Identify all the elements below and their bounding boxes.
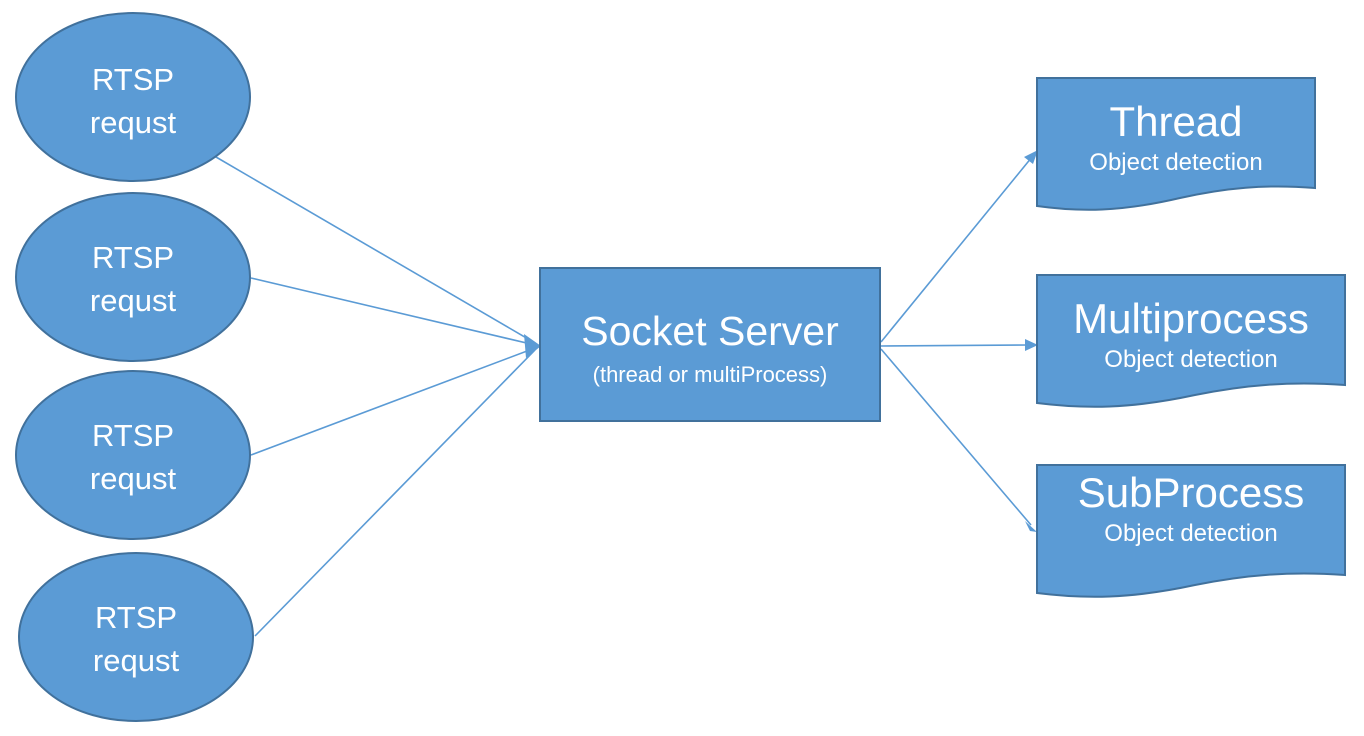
worker-node-subprocess: SubProcess Object detection	[1036, 464, 1346, 598]
connector-server-to-thread	[880, 156, 1033, 343]
connector-source-3-to-server	[250, 347, 536, 456]
connector-source-1-to-server	[215, 156, 536, 344]
socket-server-node: Socket Server (thread or multiProcess)	[539, 267, 881, 422]
source-label-line2: requst	[90, 105, 177, 140]
worker-node-thread: Thread Object detection	[1036, 77, 1316, 211]
connector-server-to-multiprocess	[880, 344, 1031, 347]
source-label-line1: RTSP	[92, 62, 174, 97]
source-label-line1: RTSP	[92, 240, 174, 275]
worker-subtitle: Object detection	[1104, 346, 1277, 373]
source-label-line2: requst	[90, 283, 177, 318]
arrow-head-into-server	[524, 334, 541, 358]
rtsp-source-node: RTSP requst	[15, 370, 251, 540]
arrow-head-thread	[1024, 150, 1038, 164]
rtsp-source-node: RTSP requst	[18, 552, 254, 722]
source-label-line2: requst	[93, 643, 180, 678]
connector-source-4-to-server	[254, 349, 536, 637]
worker-title: Thread	[1109, 98, 1242, 145]
source-label-line1: RTSP	[95, 600, 177, 635]
server-subtitle: (thread or multiProcess)	[593, 362, 828, 387]
worker-title: SubProcess	[1078, 469, 1304, 516]
worker-title: Multiprocess	[1073, 295, 1309, 342]
worker-subtitle: Object detection	[1089, 149, 1262, 176]
worker-subtitle: Object detection	[1104, 520, 1277, 547]
rtsp-source-node: RTSP requst	[15, 12, 251, 182]
server-title: Socket Server	[581, 308, 839, 354]
worker-node-multiprocess: Multiprocess Object detection	[1036, 274, 1346, 408]
arrow-head-multiprocess	[1025, 339, 1038, 351]
connector-source-2-to-server	[250, 277, 536, 346]
connector-server-to-subprocess	[880, 348, 1032, 526]
source-label-line2: requst	[90, 461, 177, 496]
arrow-head-subprocess	[1025, 521, 1037, 532]
source-label-line1: RTSP	[92, 418, 174, 453]
rtsp-source-node: RTSP requst	[15, 192, 251, 362]
